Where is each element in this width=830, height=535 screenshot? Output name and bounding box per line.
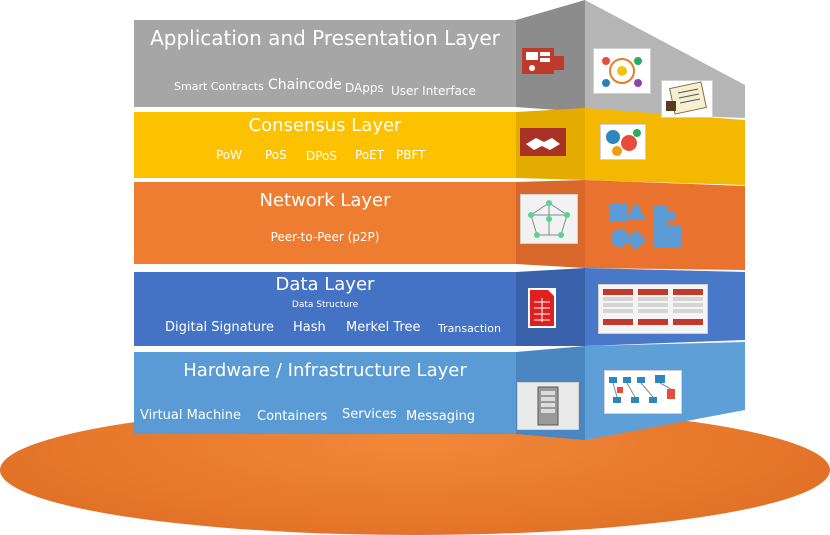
label-virtual-machine: Virtual Machine	[140, 408, 242, 423]
server-stack-icon	[522, 48, 564, 74]
consensus-layer-title: Consensus Layer	[248, 115, 402, 136]
label-pbft: PBFT	[396, 148, 426, 162]
label-dpos: DPoS	[306, 149, 338, 163]
network-layer: Network Layer Peer-to-Peer (p2P)	[134, 182, 516, 264]
puzzle-shapes-icon	[610, 202, 682, 250]
social-network-icon	[593, 48, 651, 94]
application-layer-title: Application and Presentation Layer	[150, 26, 500, 50]
spreadsheet-icon	[528, 288, 556, 328]
data-layer-subtitle: Data Structure	[291, 300, 359, 310]
network-layer-title: Network Layer	[259, 190, 391, 211]
label-services: Services	[342, 407, 397, 422]
data-layer: Data Layer Data Structure Digital Signat…	[134, 272, 516, 346]
label-smart-contracts: Smart Contracts	[174, 80, 264, 93]
label-transaction: Transaction	[438, 322, 501, 335]
gears-icon	[600, 124, 646, 160]
label-merkel-tree: Merkel Tree	[346, 320, 421, 335]
label-hash: Hash	[293, 320, 326, 335]
infrastructure-diagram-icon	[604, 370, 682, 414]
handshake-icon	[520, 128, 566, 156]
peer-network-icon	[520, 194, 578, 244]
hardware-layer: Hardware / Infrastructure Layer Virtual …	[134, 352, 516, 434]
server-tower-icon	[517, 382, 579, 430]
block-chain-table-icon	[598, 284, 708, 334]
label-dapps: DApps	[345, 81, 384, 95]
label-poet: PoET	[355, 148, 385, 162]
hardware-layer-title: Hardware / Infrastructure Layer	[183, 360, 467, 381]
contract-document-icon	[661, 80, 713, 118]
application-layer: Application and Presentation Layer Smart…	[134, 20, 516, 107]
label-messaging: Messaging	[406, 409, 476, 424]
label-pos: PoS	[265, 148, 287, 162]
label-peer-to-peer: Peer-to-Peer (p2P)	[270, 230, 380, 244]
label-chaincode: Chaincode	[268, 77, 342, 93]
label-pow: PoW	[216, 148, 243, 162]
label-user-interface: User Interface	[391, 84, 476, 98]
consensus-layer: Consensus Layer PoW PoS DPoS PoET PBFT	[134, 112, 516, 178]
label-digital-signature: Digital Signature	[165, 320, 275, 335]
label-containers: Containers	[257, 409, 328, 424]
data-layer-title: Data Layer	[275, 274, 375, 295]
